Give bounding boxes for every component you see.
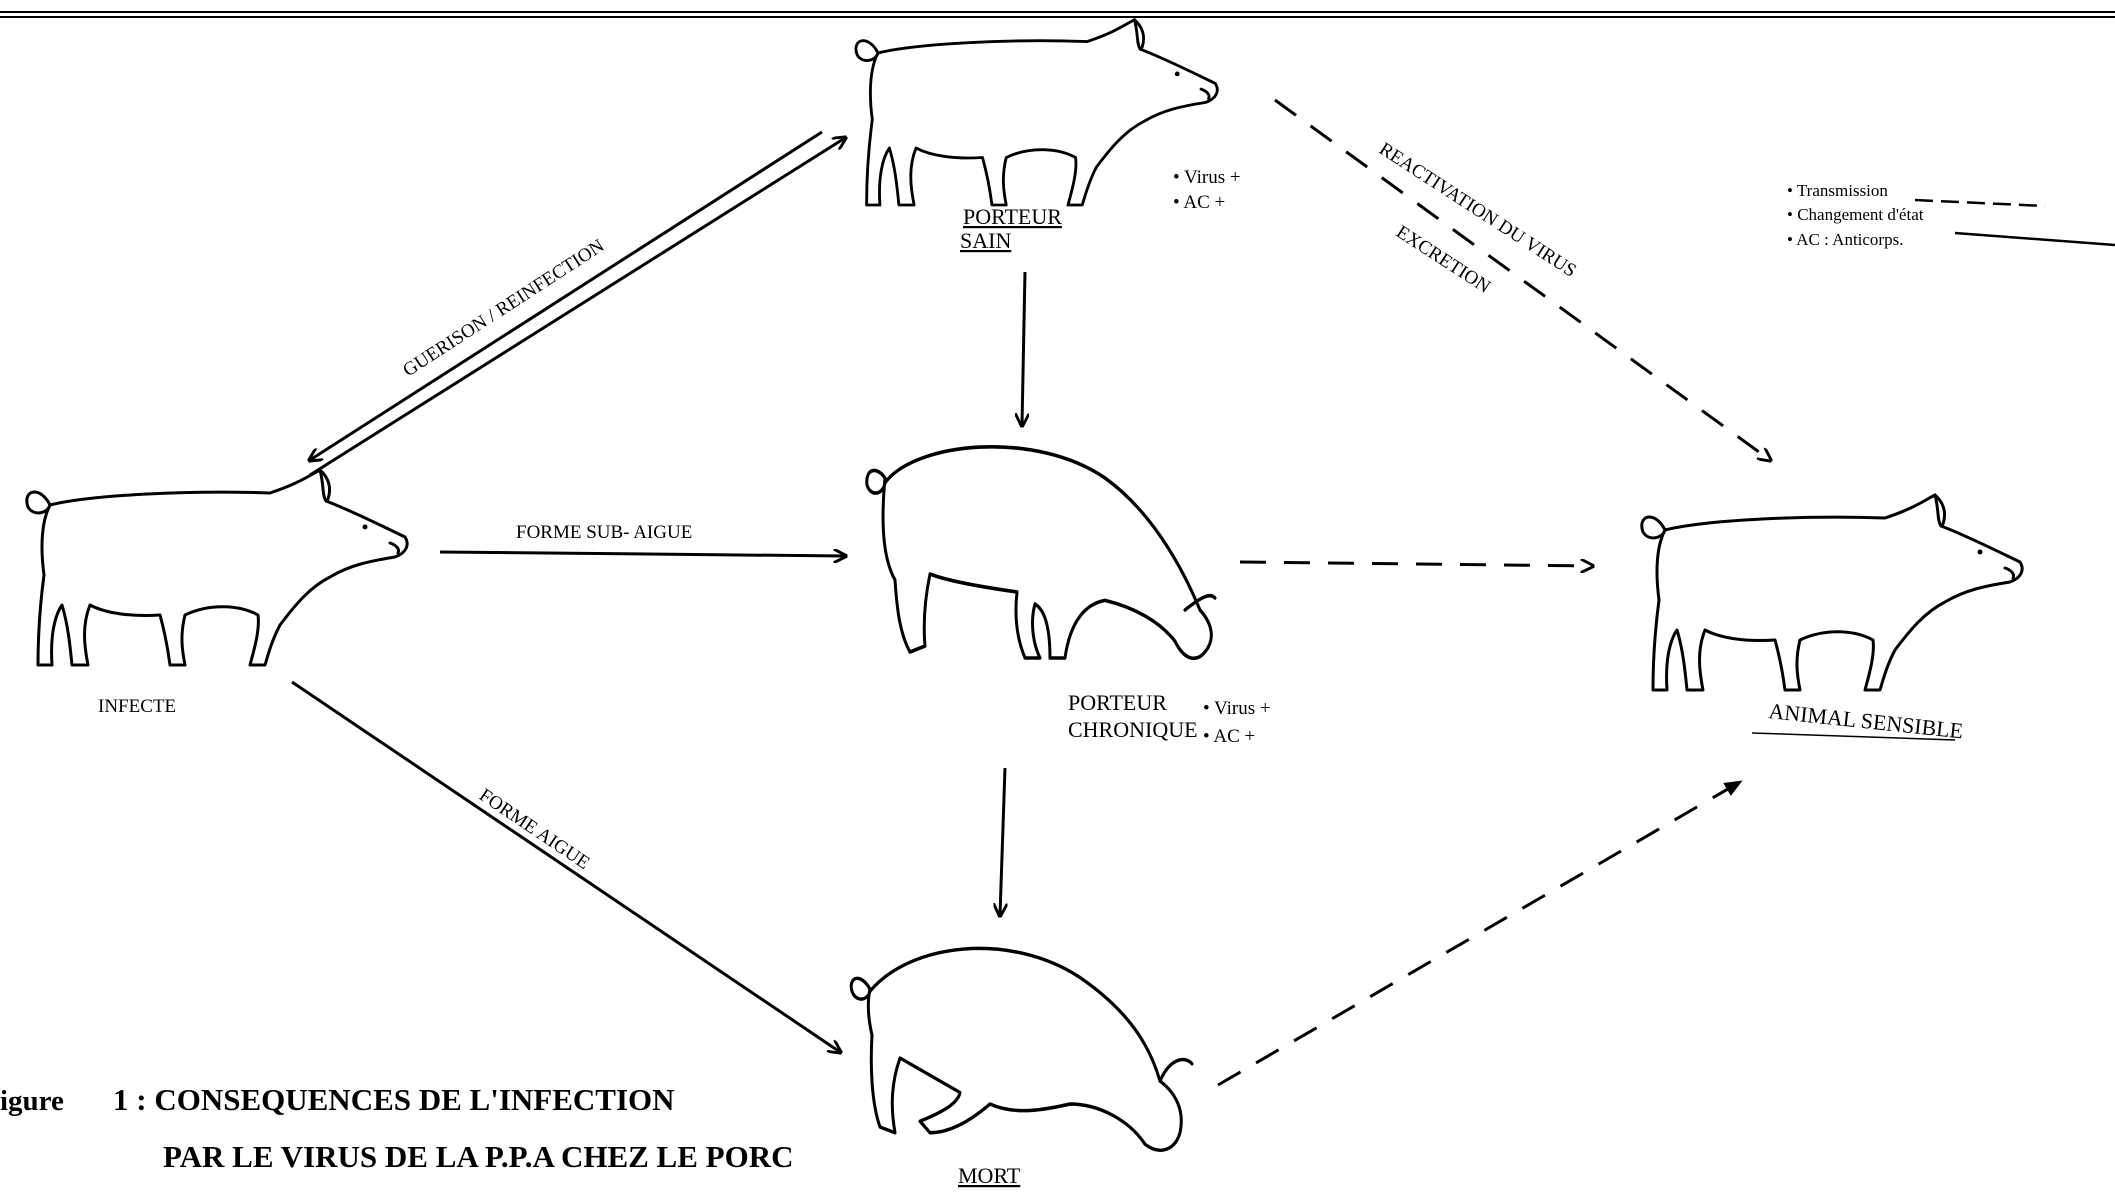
porteur-chronique-label-1: PORTEUR (1068, 690, 1167, 715)
figure-caption-line2: PAR LE VIRUS DE LA P.P.A CHEZ LE PORC (163, 1139, 793, 1174)
legend-changement-line (1955, 233, 2115, 245)
pig-mort (851, 948, 1192, 1150)
forme-sub-aigue-label: FORME SUB- AIGUE (516, 522, 692, 543)
legend-anticorps: • AC : Anticorps. (1787, 230, 1903, 249)
pig-porteur-chronique (867, 447, 1215, 658)
pig-animal-sensible (1642, 495, 2022, 690)
arrow-forme-sub-aigue (440, 552, 845, 556)
reactivation-label: REACTIVATION DU VIRUS (1375, 139, 1580, 282)
pig-infecte (27, 470, 407, 665)
arrow-reinfection (310, 138, 845, 475)
arrow-forme-aigue (292, 682, 840, 1052)
mort-label: MORT (958, 1163, 1021, 1188)
infecte-label: INFECTE (98, 696, 176, 717)
excretion-label: EXCRETION (1392, 222, 1494, 298)
forme-aigue-label: FORME AIGUE (475, 785, 593, 874)
porteur-sain-label-2: SAIN (960, 228, 1011, 253)
figure-prefix: igure (0, 1085, 64, 1117)
arrow-chronique-to-mort (1000, 768, 1005, 915)
arrow-chronique-to-sensible (1240, 562, 1592, 566)
arrow-sain-to-chronique (1022, 272, 1025, 425)
legend: • Transmission • Changement d'état • AC … (1787, 181, 2115, 249)
porteur-sain-ac: • AC + (1173, 192, 1225, 213)
legend-changement: • Changement d'état (1787, 205, 1924, 224)
pig-porteur-sain (856, 20, 1217, 205)
figure-caption-line1: 1 : CONSEQUENCES DE L'INFECTION (113, 1082, 675, 1117)
porteur-chronique-virus: • Virus + (1203, 698, 1271, 719)
porteur-chronique-label-2: CHRONIQUE (1068, 717, 1198, 742)
legend-transmission: • Transmission (1787, 181, 1888, 200)
arrow-reactivation (1275, 100, 1770, 460)
arrow-mort-to-sensible (1218, 782, 1740, 1085)
porteur-sain-virus: • Virus + (1173, 167, 1241, 188)
porteur-sain-label-1: PORTEUR (963, 204, 1062, 229)
legend-transmission-line (1915, 200, 2045, 206)
arrow-guerison (310, 132, 822, 460)
porteur-chronique-ac: • AC + (1203, 726, 1255, 747)
